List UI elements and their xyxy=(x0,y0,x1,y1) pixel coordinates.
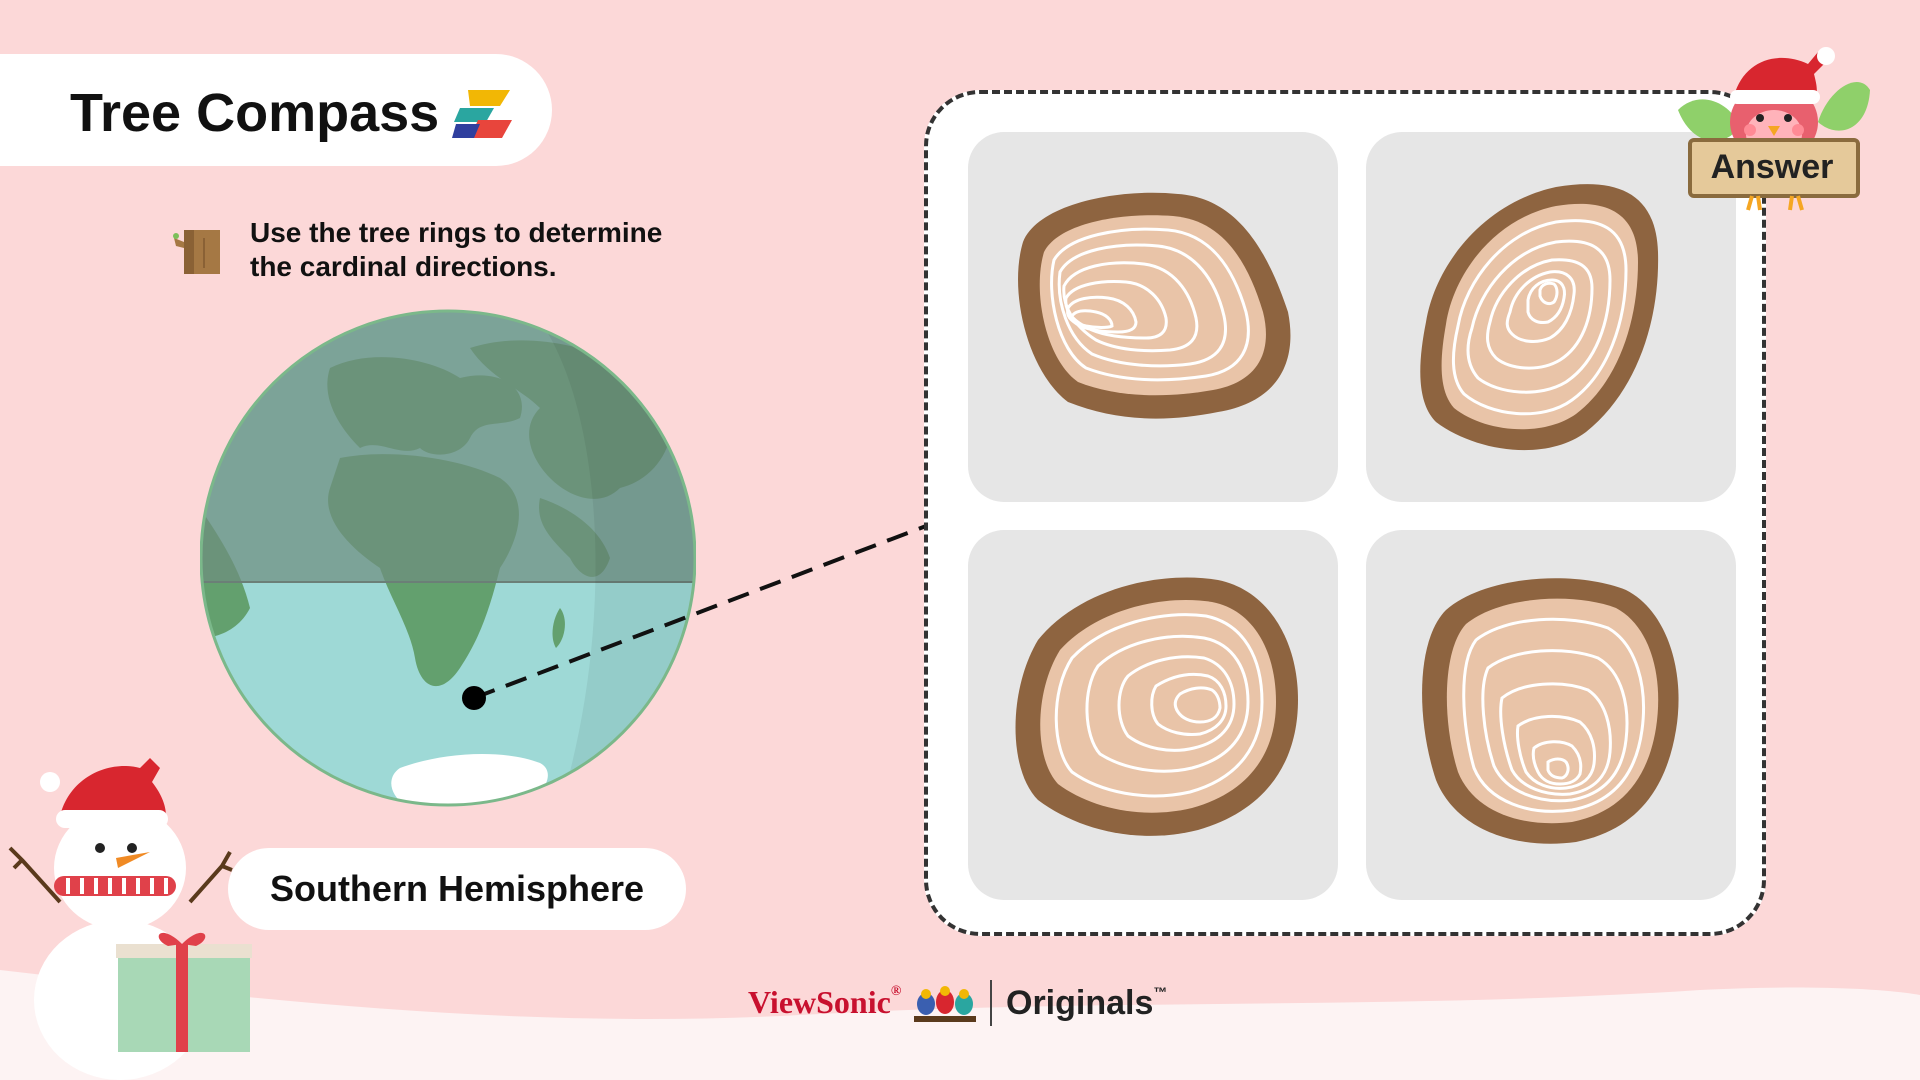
instruction-line-1: Use the tree rings to determine xyxy=(250,217,663,248)
tree-ring-card-3[interactable] xyxy=(968,530,1338,900)
tree-ring-card-4[interactable] xyxy=(1366,530,1736,900)
earth-globe-icon xyxy=(200,309,696,807)
tree-ring-card-2[interactable] xyxy=(1366,132,1736,502)
page-title: Tree Compass xyxy=(70,83,440,143)
footer-originals-text: Originals xyxy=(1006,984,1154,1022)
snowman-icon xyxy=(8,758,252,1080)
color-swirl-logo-icon xyxy=(452,90,512,138)
hemisphere-label: Southern Hemisphere xyxy=(269,868,645,909)
instruction-text: Use the tree rings to determine the card… xyxy=(250,216,770,284)
tree-ring-icon xyxy=(1015,577,1298,836)
answer-button[interactable] xyxy=(1668,30,1880,220)
tree-rings-panel xyxy=(924,90,1766,936)
footer-separator xyxy=(990,980,992,1026)
footer-brand-name: ViewSonic xyxy=(748,984,891,1020)
footer-tm: ™ xyxy=(1153,984,1168,1000)
hemisphere-pill: Southern Hemisphere xyxy=(228,848,686,930)
tree-ring-card-1[interactable] xyxy=(968,132,1338,502)
footer-birds-icon xyxy=(914,986,976,1022)
tree-ring-icon xyxy=(1420,184,1659,451)
tree-stump-icon xyxy=(173,230,220,274)
footer-brand-mark: ® xyxy=(890,984,902,999)
title-pill: Tree Compass xyxy=(0,54,552,166)
footer-brand: ViewSonic® xyxy=(748,984,901,1021)
tree-ring-icon xyxy=(1422,578,1679,844)
tree-ring-icon xyxy=(1018,192,1291,419)
instruction-line-2: the cardinal directions. xyxy=(250,251,557,282)
footer-originals: Originals™ xyxy=(1006,984,1167,1023)
